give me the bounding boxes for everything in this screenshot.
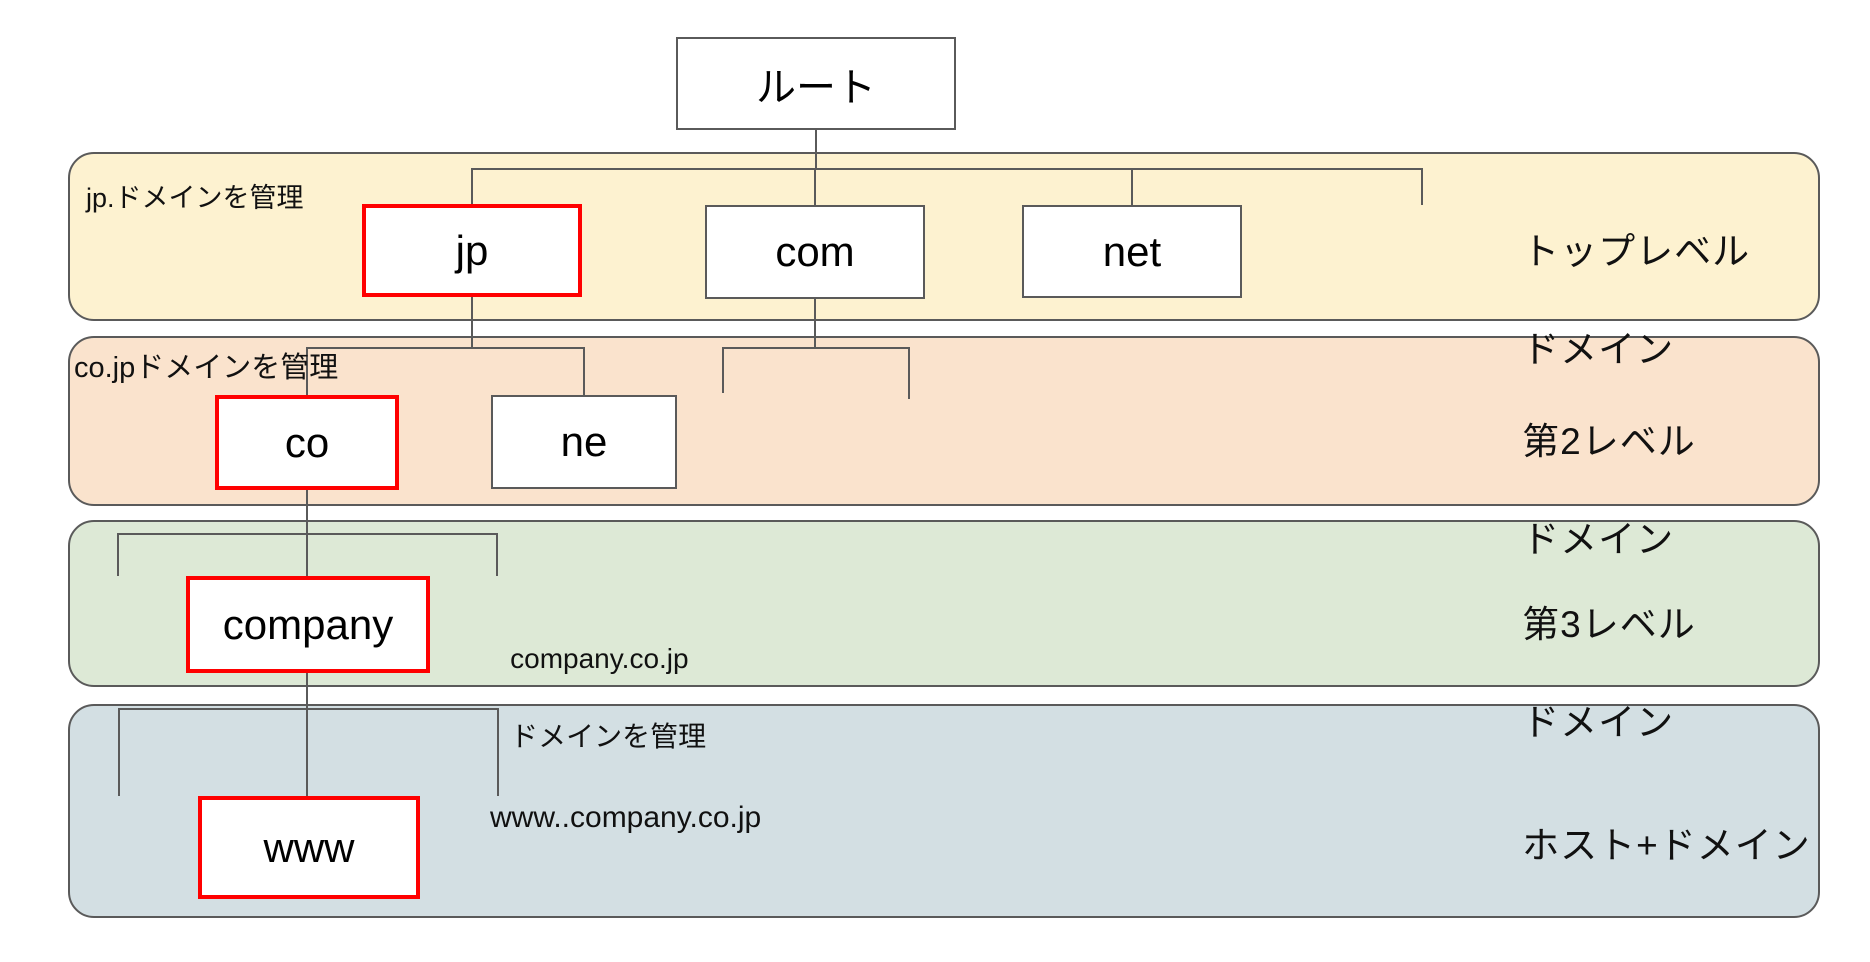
connector-tick-co <box>306 347 308 395</box>
connector-com-branch <box>723 347 910 349</box>
connector-jp-vertical <box>471 297 473 347</box>
note-jp-managed: jp.ドメインを管理 <box>86 183 304 213</box>
connector-tick-end <box>1421 168 1423 205</box>
note-wwwcompanycojp: www..company.co.jp <box>490 801 762 834</box>
band-top-level-domain <box>68 152 1820 321</box>
label-second-level-domain: 第2レベル ドメイン <box>1477 368 1696 613</box>
label-top-level-line1: トップレベル <box>1522 231 1751 272</box>
label-third-level-line2: ドメイン <box>1522 702 1675 743</box>
node-company: company <box>186 576 430 673</box>
node-co: co <box>215 395 399 490</box>
node-net: net <box>1022 205 1242 298</box>
connector-root-vertical <box>815 130 817 168</box>
note-companycojp-line2: ドメインを管理 <box>510 721 707 752</box>
note-cojp-managed: co.jpドメインを管理 <box>74 352 339 384</box>
connector-green-bracket-right-tick <box>496 533 498 576</box>
connector-com-vertical <box>814 299 816 347</box>
connector-blue-bracket <box>119 708 499 710</box>
label-host-domain: ホスト+ドメイン <box>1477 772 1811 919</box>
connector-green-bracket-left-tick <box>117 533 119 576</box>
note-companycojp-line1: company.co.jp <box>510 643 689 674</box>
node-com: com <box>705 205 925 299</box>
connector-blue-bracket-right-tick <box>497 708 499 796</box>
label-top-level-domain: トップレベル ドメイン <box>1477 178 1750 423</box>
connector-green-bracket <box>118 533 498 535</box>
connector-tick-com <box>814 168 816 205</box>
node-ne: ne <box>491 395 677 489</box>
label-second-level-line2: ドメイン <box>1522 519 1675 560</box>
note-companycojp-managed: company.co.jp ドメインを管理 <box>479 600 706 795</box>
label-third-level-line1: 第3レベル <box>1522 604 1696 645</box>
label-host-domain-line1: ホスト+ドメイン <box>1522 825 1811 866</box>
connector-jp-branch <box>307 347 585 349</box>
connector-top-branch <box>472 168 1423 170</box>
label-top-level-line2: ドメイン <box>1522 329 1675 370</box>
node-root: ルート <box>676 37 956 130</box>
connector-com-stub-right <box>908 347 910 399</box>
connector-blue-bracket-left-tick <box>118 708 120 796</box>
node-www: www <box>198 796 420 899</box>
connector-tick-ne <box>583 347 585 395</box>
connector-tick-jp <box>471 168 473 204</box>
connector-company-vertical <box>306 673 308 796</box>
connector-com-stub-left <box>722 347 724 393</box>
label-third-level-domain: 第3レベル ドメイン <box>1477 551 1696 796</box>
connector-tick-net <box>1131 168 1133 205</box>
label-second-level-line1: 第2レベル <box>1522 421 1696 462</box>
node-jp: jp <box>362 204 582 297</box>
